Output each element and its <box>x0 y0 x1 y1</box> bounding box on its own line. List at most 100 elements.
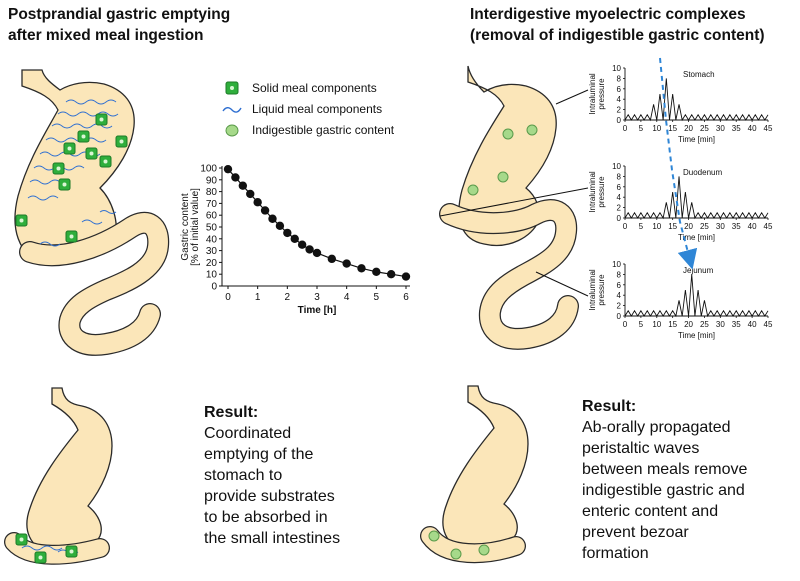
right-title-line2: (removal of indigestible gastric content… <box>470 27 765 44</box>
y-axis-label-line2: pressure <box>597 274 606 306</box>
x-tick-label: 5 <box>374 292 380 303</box>
data-point <box>297 240 307 249</box>
legend-liquid: Liquid meal components <box>222 99 394 120</box>
x-axis-label: Time [h] <box>298 305 337 316</box>
x-tick-label: 5 <box>639 124 644 133</box>
x-tick-label: 35 <box>732 320 741 329</box>
y-tick-label: 70 <box>206 199 218 210</box>
data-point <box>238 181 248 190</box>
x-tick-label: 5 <box>639 320 644 329</box>
data-point <box>305 245 314 254</box>
y-tick-label: 90 <box>206 175 218 186</box>
y-axis-label-line2: pressure <box>597 176 606 208</box>
result-right-line: indigestible gastric and <box>582 482 745 499</box>
y-axis-label-line1: Gastric content <box>180 193 191 260</box>
result-left-line: emptying of the <box>204 446 314 463</box>
x-tick-label: 10 <box>652 124 661 133</box>
y-tick-label: 40 <box>206 234 218 245</box>
x-tick-label: 40 <box>748 320 757 329</box>
y-axis-label-line2: pressure <box>597 78 606 110</box>
x-tick-label: 6 <box>403 292 409 303</box>
x-tick-label: 10 <box>652 320 661 329</box>
stomach-with-meal <box>14 69 170 356</box>
solid-particles <box>15 113 128 243</box>
x-axis-label: Time [min] <box>678 331 715 340</box>
y-tick-label: 10 <box>612 260 621 269</box>
x-tick-label: 25 <box>700 124 709 133</box>
y-tick-label: 0 <box>617 214 622 223</box>
result-right-heading: Result: <box>582 398 637 415</box>
propagation-arrow <box>659 57 698 270</box>
data-point <box>401 272 411 281</box>
y-tick-label: 20 <box>206 258 218 269</box>
legend-solid-label: Solid meal components <box>252 81 377 95</box>
stomach-indigestible <box>439 65 579 350</box>
series-line <box>227 168 407 278</box>
x-tick-label: 2 <box>285 292 291 303</box>
data-point <box>275 221 285 231</box>
y-axis-label-line1: Intraluminal <box>588 171 597 213</box>
y-tick-label: 0 <box>617 312 622 321</box>
panel-label: Duodenum <box>683 168 722 177</box>
y-axis-label-line1: Intraluminal <box>588 73 597 115</box>
result-right-line: prevent bezoar <box>582 524 689 541</box>
x-tick-label: 45 <box>764 124 773 133</box>
x-tick-label: 30 <box>716 320 725 329</box>
x-tick-label: 45 <box>764 222 773 231</box>
y-tick-label: 0 <box>211 282 217 293</box>
y-tick-label: 80 <box>206 187 218 198</box>
result-left: Result: Coordinated emptying of the stom… <box>204 402 404 549</box>
y-tick-label: 60 <box>206 211 218 222</box>
y-tick-label: 100 <box>200 164 217 175</box>
data-point <box>372 267 381 277</box>
pressure-trace <box>624 274 769 318</box>
right-title-line1: Interdigestive myoelectric complexes <box>470 6 746 23</box>
x-tick-label: 20 <box>684 222 693 231</box>
x-tick-label: 25 <box>700 320 709 329</box>
x-tick-label: 35 <box>732 222 741 231</box>
y-tick-label: 10 <box>612 64 621 73</box>
y-axis-label-line2: [% of initial value] <box>190 188 201 266</box>
left-title-line2: after mixed meal ingestion <box>8 27 204 44</box>
stomach-empty-left <box>4 387 113 565</box>
x-tick-label: 4 <box>344 292 350 303</box>
data-point <box>231 173 240 182</box>
data-point <box>342 259 351 268</box>
legend: Solid meal components Liquid meal compon… <box>222 78 394 141</box>
y-tick-label: 4 <box>617 95 622 104</box>
x-tick-label: 0 <box>623 222 628 231</box>
legend-indigestible-label: Indigestible gastric content <box>252 123 395 137</box>
x-tick-label: 15 <box>668 320 677 329</box>
result-left-line: stomach to <box>204 467 283 484</box>
result-right-line: enteric content and <box>582 503 719 520</box>
data-point <box>327 254 337 264</box>
y-tick-label: 6 <box>617 183 622 192</box>
result-right-line: peristaltic waves <box>582 440 700 457</box>
result-right-line: formation <box>582 545 649 562</box>
x-tick-label: 35 <box>732 124 741 133</box>
y-tick-label: 50 <box>206 223 218 234</box>
x-tick-label: 0 <box>225 292 231 303</box>
result-left-heading: Result: <box>204 404 259 421</box>
y-axis-label-line1: Intraluminal <box>588 269 597 311</box>
y-tick-label: 10 <box>206 270 218 281</box>
left-title-line1: Postprandial gastric emptying <box>8 6 231 23</box>
x-tick-label: 0 <box>623 124 628 133</box>
y-tick-label: 2 <box>617 302 622 311</box>
data-point <box>246 189 255 199</box>
x-tick-label: 15 <box>668 222 677 231</box>
x-tick-label: 20 <box>684 320 693 329</box>
result-left-line: Coordinated <box>204 425 292 442</box>
y-tick-label: 8 <box>617 270 622 279</box>
x-tick-label: 10 <box>652 222 661 231</box>
result-right-line: Ab-orally propagated <box>582 419 731 436</box>
result-left-line: the small intestines <box>204 530 341 547</box>
y-tick-label: 6 <box>617 281 622 290</box>
x-tick-label: 15 <box>668 124 677 133</box>
x-tick-label: 1 <box>255 292 261 303</box>
data-point <box>223 164 233 174</box>
pressure-trace <box>624 78 769 122</box>
